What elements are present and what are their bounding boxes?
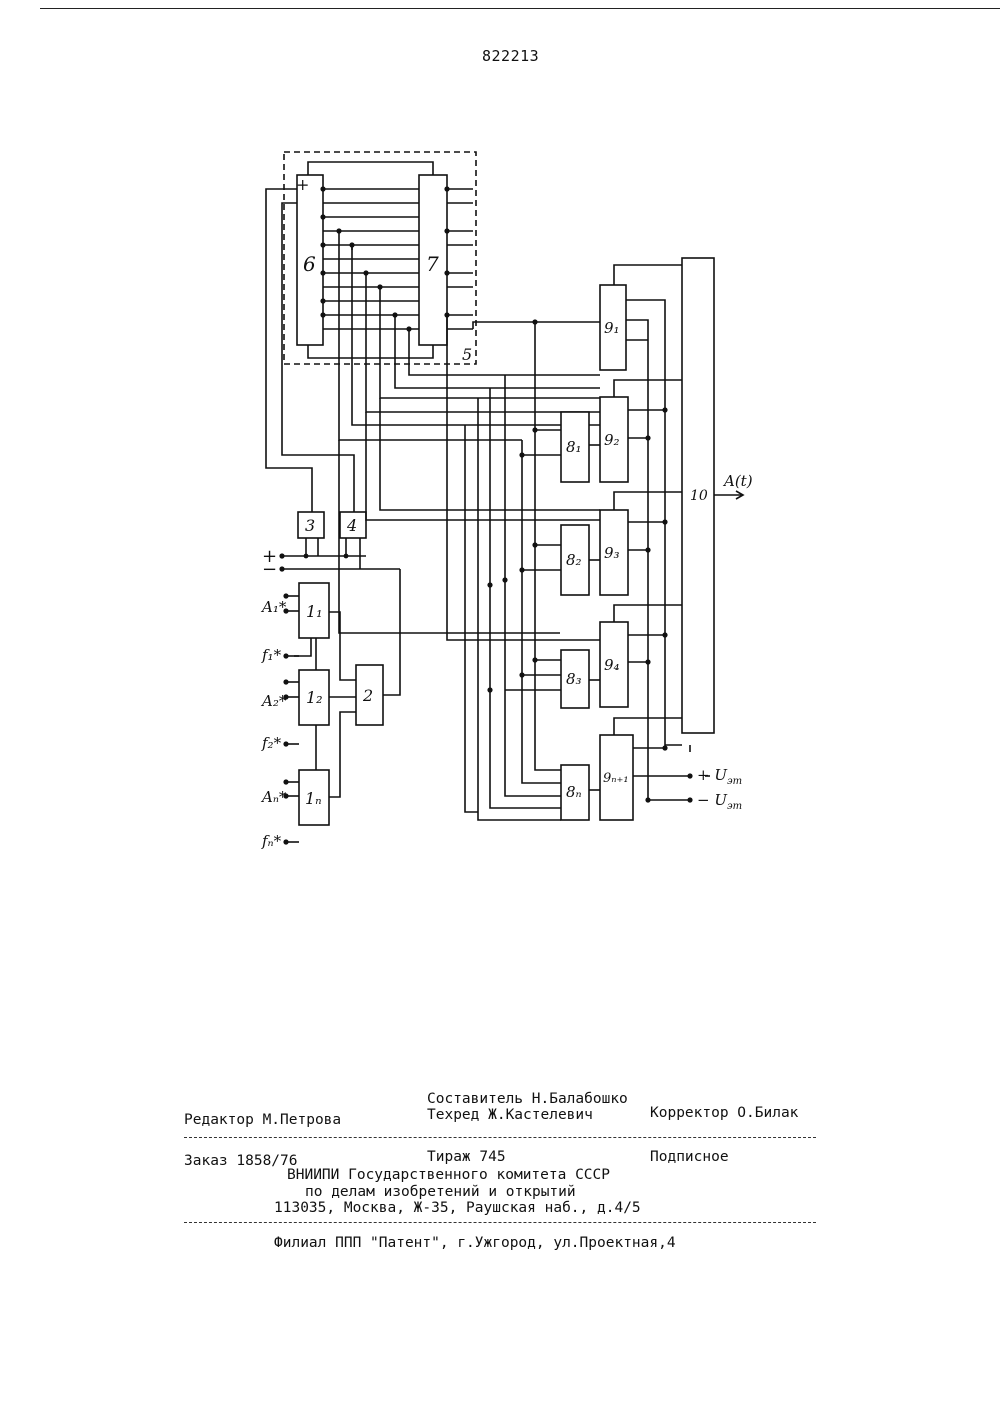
label-10: 10 <box>690 488 708 504</box>
label-u-plus: + Uэт <box>697 766 742 787</box>
label-8-3: 8₃ <box>566 670 582 688</box>
label-fn: fₙ* <box>261 832 282 850</box>
label-9-1: 9₁ <box>604 319 620 337</box>
imprint-subscription: Подписное <box>650 1150 729 1165</box>
imprint-order: Заказ 1858/76 <box>184 1154 298 1169</box>
label-a1: A₁* <box>260 598 287 616</box>
dash-rule-top <box>184 1137 816 1138</box>
label-minus: − <box>262 559 277 580</box>
label-8-n: 8ₙ <box>566 783 582 801</box>
imprint-compiler: Составитель Н.Балабошко <box>427 1092 628 1107</box>
label-9-4: 9₄ <box>604 656 620 674</box>
label-u-minus: − Uэт <box>697 791 742 812</box>
label-1-1: 1₁ <box>306 602 323 621</box>
label-6: 6 <box>303 252 316 276</box>
label-4: 4 <box>346 516 357 535</box>
label-1-n: 1ₙ <box>305 789 322 808</box>
label-2: 2 <box>362 686 373 705</box>
imprint-editor: Редактор М.Петрова <box>184 1113 341 1128</box>
label-1-2: 1₂ <box>306 688 323 707</box>
bus-6-7 <box>323 189 419 329</box>
imprint-branch: Филиал ППП "Патент", г.Ужгород, ул.Проек… <box>274 1236 676 1251</box>
label-9-n1: 9ₙ₊₁ <box>603 771 629 786</box>
label-an: Aₙ* <box>260 788 287 806</box>
imprint-circulation: Тираж 745 <box>427 1150 506 1165</box>
label-8-1: 8₁ <box>566 438 582 456</box>
label-9-2: 9₂ <box>604 431 620 449</box>
label-7: 7 <box>426 252 439 276</box>
label-5: 5 <box>462 345 472 364</box>
imprint-corrector: Корректор О.Билак <box>650 1106 798 1121</box>
label-3: 3 <box>305 516 315 535</box>
label-output: A(t) <box>722 472 753 490</box>
label-8-2: 8₂ <box>566 551 582 569</box>
imprint-address: 113035, Москва, Ж-35, Раушская наб., д.4… <box>274 1201 641 1216</box>
label-f2: f₂* <box>261 734 282 752</box>
label-a2: A₂* <box>260 692 287 710</box>
bus-7-right <box>447 189 473 329</box>
label-f1: f₁* <box>261 646 282 664</box>
circuit-diagram: 6 7 5 + 3 4 + − 1₁ 1₂ 1ₙ 2 A₁* f₁* A₂* f… <box>0 0 1000 1000</box>
imprint-techred: Техред Ж.Кастелевич <box>427 1108 593 1123</box>
imprint-org-line1: ВНИИПИ Государственного комитета СССР <box>287 1168 610 1183</box>
imprint-org-line2: по делам изобретений и открытий <box>305 1185 576 1200</box>
label-plus-6: + <box>296 175 309 194</box>
label-9-3: 9₃ <box>604 544 620 562</box>
dash-rule-bottom <box>184 1222 816 1223</box>
